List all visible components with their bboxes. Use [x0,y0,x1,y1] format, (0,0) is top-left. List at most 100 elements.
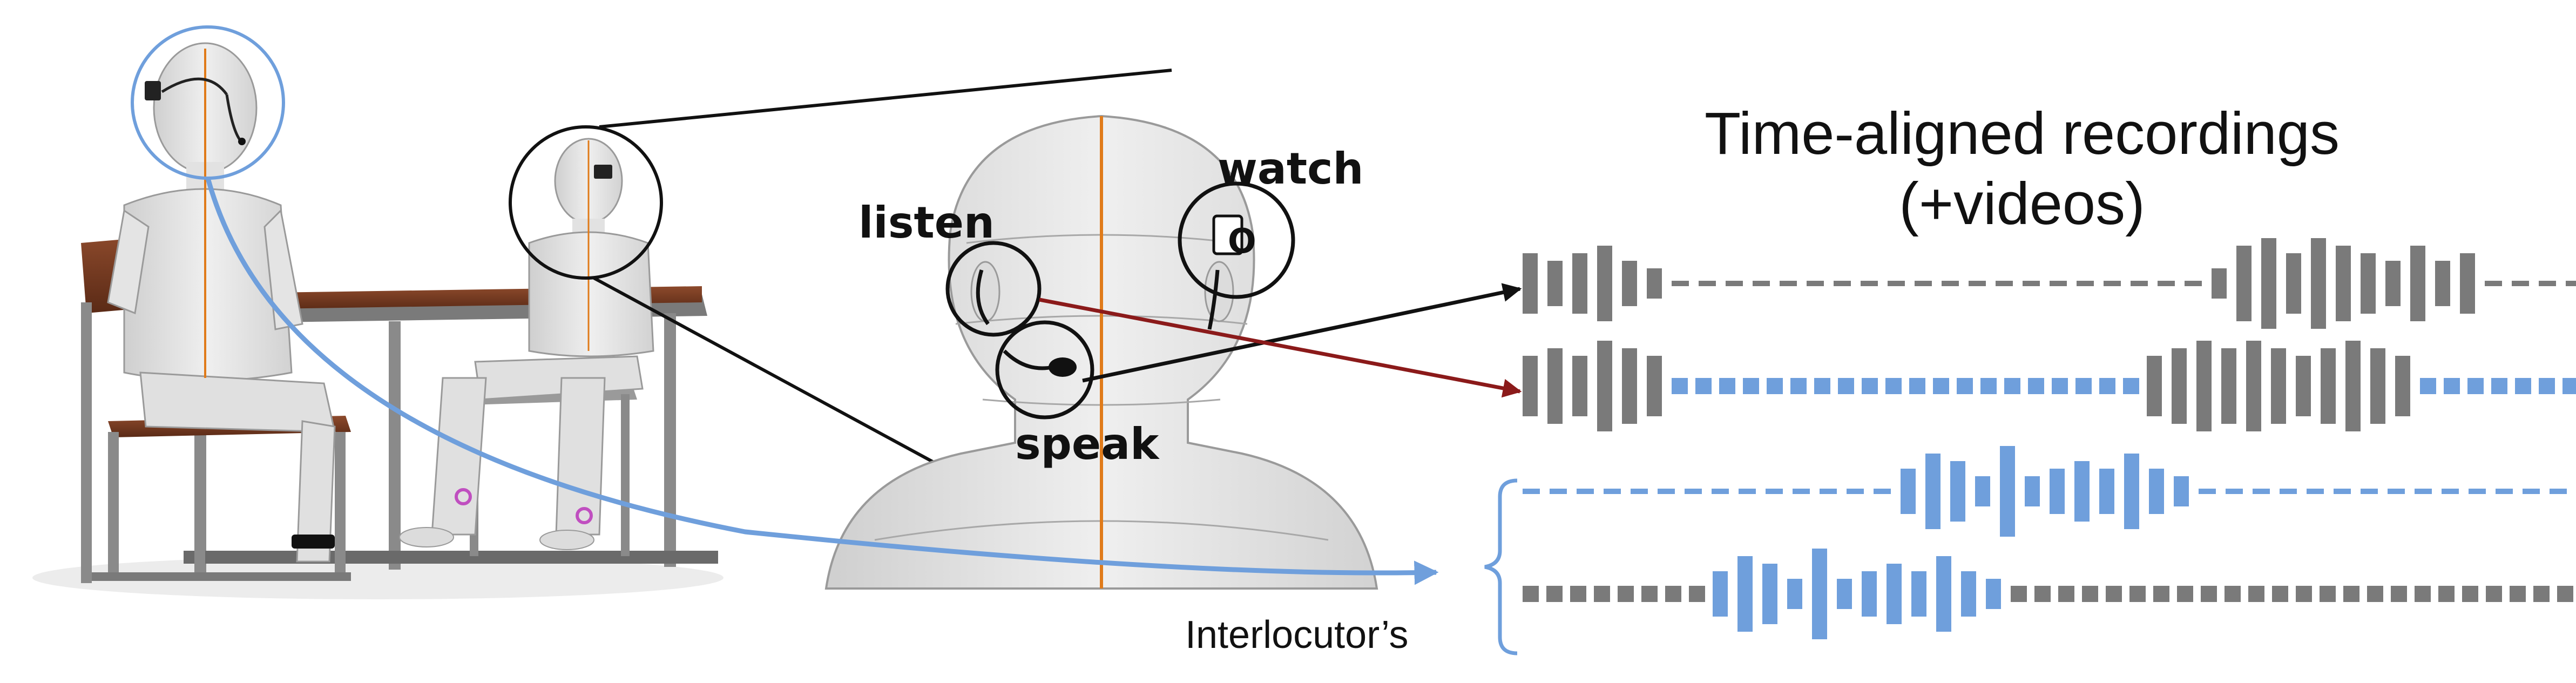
waveform-silence-dash [2077,281,2094,286]
waveform-silence-dash [2496,489,2513,494]
waveform-low-block [2011,586,2027,602]
waveform-low-block [2123,378,2139,394]
waveform-low-block [1641,586,1658,602]
waveform-low-block [2444,378,2460,394]
waveform-bar [2410,246,2425,321]
waveform-bar [2395,356,2410,416]
waveform-bar [2321,348,2336,424]
interlocutor-arrow [205,177,1439,585]
waveform-silence-dash [1685,489,1702,494]
waveform-bar [2050,469,2065,514]
waveform-bar [1925,454,1941,529]
waveform-bar [2460,253,2475,314]
waveform-low-block [2367,586,2383,602]
waveform-bar [2196,341,2212,431]
waveform-bar [1622,261,1637,306]
waveform-low-block [1862,378,1878,394]
waveform-low-block [1814,378,1830,394]
waveform-silence-dash [2131,281,2148,286]
waveform-low-block [1523,586,1539,602]
speak-to-track-arrow [1082,283,1522,383]
waveform-bar [2361,253,2376,314]
waveform-bar [2236,246,2252,321]
waveform-silence-dash [2253,489,2270,494]
waveform-low-block [2557,586,2573,602]
waveform-silence-dash [1726,281,1743,286]
waveform-bar [1911,571,1926,617]
waveform-bar [2172,348,2187,424]
waveform-low-block [2052,378,2068,394]
chair-right [464,383,637,556]
waveform-low-block [2563,378,2576,394]
waveform-silence-dash [2442,489,2459,494]
waveform-low-block [1957,378,1973,394]
listen-to-track-arrow [1039,297,1522,398]
waveform-bar [2246,341,2261,431]
waveform-silence-dash [2485,281,2502,286]
waveform-bar [2286,253,2301,314]
waveform-low-block [2075,378,2092,394]
waveform-silence-dash [1699,281,1716,286]
zoom-line-top [599,69,1172,129]
waveform-low-block [2462,586,2478,602]
waveform-low-block [2420,378,2436,394]
waveform-low-block [1719,378,1735,394]
waveform-low-block [2415,586,2431,602]
waveform-silence-dash [1807,281,1824,286]
waveform-bar [1647,268,1662,299]
waveform-bar [2221,348,2236,424]
watch-label: watch [1218,144,1364,194]
waveform-silence-dash [2512,281,2529,286]
waveform-low-block [2004,378,2020,394]
waveform-low-block [2272,586,2288,602]
waveform-bar [2099,469,2114,514]
waveform-bar [2385,261,2401,306]
waveform-bar [1936,556,1951,632]
waveform-bar [1986,579,2001,609]
waveform-bar [1622,348,1637,424]
waveform-silence-dash [1739,489,1756,494]
waveform-low-block [1672,378,1688,394]
waveform-low-block [2028,378,2044,394]
waveform-silence-dash [1672,281,1689,286]
waveform-silence-dash [2469,489,2486,494]
head-closeup [824,114,1378,590]
waveform-low-block [2225,586,2241,602]
waveform-silence-dash [1969,281,1986,286]
waveform-bar [2174,476,2189,506]
waveform-bar [2074,461,2090,522]
waveform-silence-dash [1861,281,1878,286]
waveform-silence-dash [1820,489,1837,494]
waveform-low-block [2099,378,2115,394]
waveform-bar [2000,446,2015,537]
waveform-bar [1887,564,1902,624]
waveform-bar [2435,261,2450,306]
waveform-low-block [2510,586,2526,602]
waveform-silence-dash [1658,489,1675,494]
waveform-bar [2311,238,2326,329]
waveform-bar [1647,356,1662,416]
recording-tracks [1523,238,2576,639]
waveform-bar [1547,348,1563,424]
waveform-bar [1762,564,1777,624]
waveform-silence-dash [2566,281,2576,286]
waveform-low-block [2343,586,2359,602]
waveform-bar [1523,356,1538,416]
waveform-low-block [2296,586,2312,602]
waveform-silence-dash [1834,281,1851,286]
waveform-silence-dash [2361,489,2378,494]
waveform-silence-dash [2050,281,2067,286]
waveform-bar [1572,253,1587,314]
waveform-low-block [2486,586,2502,602]
waveform-bar [1597,341,1612,431]
waveform-low-block [1838,378,1854,394]
waveform-bar [2261,238,2276,329]
waveform-low-block [2129,586,2146,602]
waveform-low-block [2153,586,2169,602]
waveform-low-block [2491,378,2507,394]
waveform-silence-dash [1915,281,1932,286]
waveform-bar [1862,571,1877,617]
waveform-low-block [2082,586,2098,602]
waveform-bar [1901,469,1916,514]
scene-illustration [32,25,724,599]
